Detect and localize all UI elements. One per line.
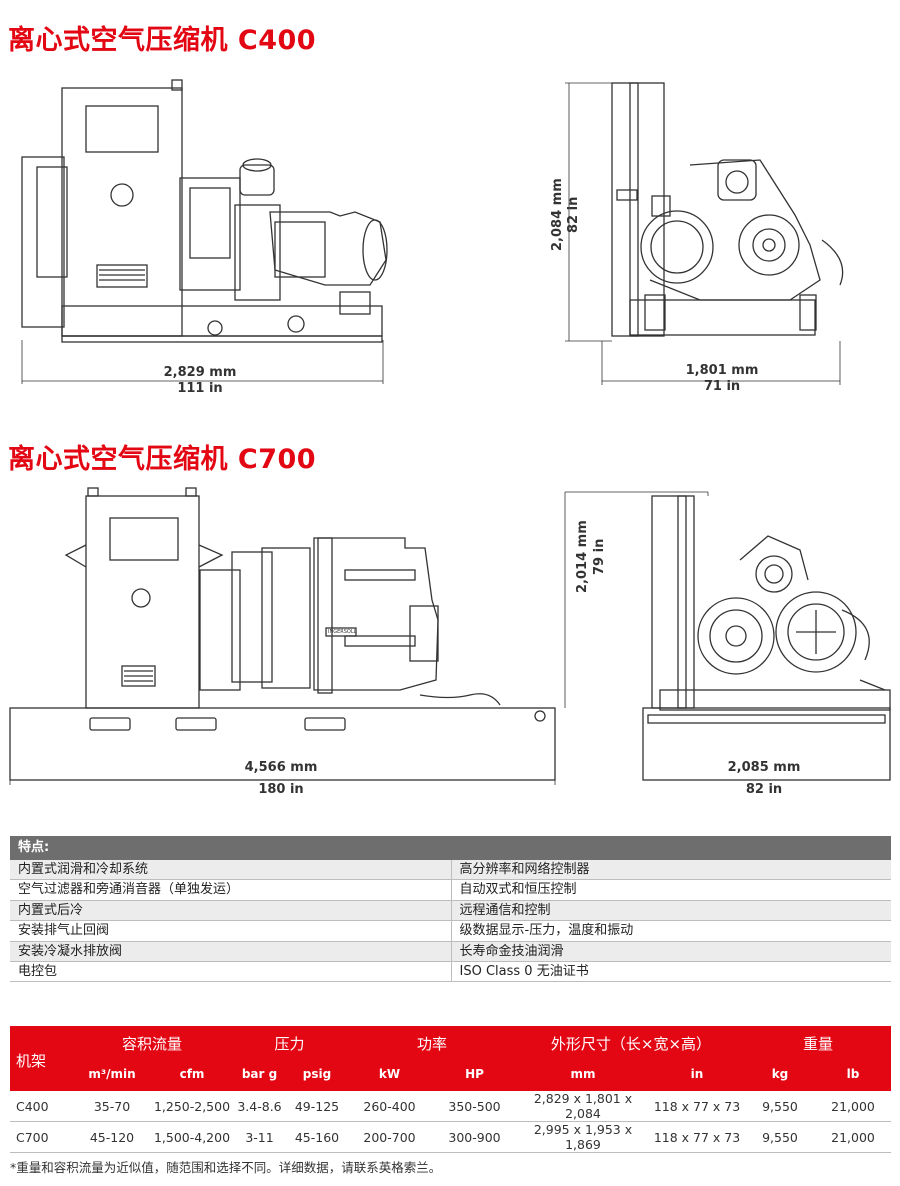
c700-height-dim-mm-text: 2,014 mm: [575, 520, 590, 594]
feature-left: 空气过滤器和旁通消音器（单独发运）: [18, 882, 240, 898]
c700-nameplate: INGERSOLL: [328, 629, 357, 635]
c400-front-dim-in: 111 in: [177, 381, 223, 396]
feature-left: 电控包: [18, 963, 58, 979]
c700-front-dim-in: 180 in: [258, 782, 304, 797]
features-header: 特点:: [10, 836, 891, 860]
spec-cell: 49-125: [287, 1091, 347, 1122]
feature-row: 内置式后冷 远程通信和控制: [10, 900, 892, 922]
spec-cell: 45-160: [287, 1121, 347, 1153]
c700-height-dim-in: 79 in: [592, 522, 607, 592]
c700-side-view: [564, 491, 891, 781]
spec-cell: 3-11: [232, 1121, 287, 1153]
c400-front-dim-mm: 2,829 mm: [163, 365, 237, 380]
c700-height-dim-in-text: 79 in: [592, 538, 607, 576]
spec-cell: 1,500-4,200: [152, 1121, 232, 1153]
spec-unit: psig: [302, 1066, 332, 1081]
spec-cell: 21,000: [815, 1121, 891, 1153]
spec-cell: 9,550: [745, 1091, 815, 1122]
spec-cell: 118 x 77 x 73: [649, 1121, 745, 1153]
spec-unit: bar g: [241, 1066, 278, 1081]
spec-unit: kg: [771, 1066, 789, 1081]
features-table: 特点: 内置式润滑和冷却系统 高分辨率和网络控制器 空气过滤器和旁通消音器（单独…: [10, 836, 892, 983]
spec-unit: m³/min: [88, 1066, 136, 1081]
spec-cell: 3.4-8.6: [232, 1091, 287, 1122]
spec-cell: 200-700: [347, 1121, 432, 1153]
c700-side-dim: 2,085 mm 82 in: [714, 760, 814, 798]
c400-side-view: [565, 82, 844, 385]
table-row: C400 35-70 1,250-2,500 3.4-8.6 49-125 26…: [10, 1091, 891, 1122]
spec-unit: lb: [846, 1066, 860, 1081]
c400-side-dim: 1,801 mm 71 in: [672, 363, 772, 395]
feature-right: 自动双式和恒压控制: [450, 880, 892, 900]
spec-cell: 45-120: [72, 1121, 152, 1153]
footnote: *重量和容积流量为近似值，随范围和选择不同。详细数据，请联系英格索兰。: [10, 1160, 442, 1175]
c700-side-dim-in: 82 in: [745, 782, 783, 797]
feature-right: 级数据显示-压力，温度和振动: [450, 921, 892, 941]
c400-side-dim-in: 71 in: [703, 379, 741, 394]
feature-row: 空气过滤器和旁通消音器（单独发运） 自动双式和恒压控制: [10, 880, 892, 901]
spec-header-row: 机架 容积流量 压力 功率 外形尺寸（长×宽×高） 重量: [10, 1026, 891, 1070]
c400-drawings: [21, 79, 844, 385]
spec-cell: 9,550: [745, 1121, 815, 1153]
c400-front-view: [21, 79, 388, 384]
c700-title: 离心式空气压缩机 C700: [8, 444, 317, 475]
c700-side-dim-mm: 2,085 mm: [727, 760, 801, 775]
feature-row: 安装冷凝水排放阀 长寿命金技油润滑: [10, 941, 892, 962]
spec-cell: 2,829 x 1,801 x 2,084: [517, 1091, 649, 1122]
spec-unit: mm: [570, 1066, 596, 1081]
spec-cell: 118 x 77 x 73: [649, 1091, 745, 1122]
spec-cell: 260-400: [347, 1091, 432, 1122]
feature-row: 安装排气止回阀 级数据显示-压力，温度和振动: [10, 921, 892, 942]
c400-front-dim: 2,829 mm 111 in: [150, 365, 250, 397]
c700-front-dim: 4,566 mm 180 in: [226, 760, 336, 798]
spec-cell-model: C400: [10, 1091, 72, 1122]
spec-col-model: 机架: [16, 1052, 47, 1070]
c700-drawings: [9, 487, 891, 785]
feature-right: 远程通信和控制: [450, 900, 892, 921]
spec-cell: 350-500: [432, 1091, 517, 1122]
spec-group-power: 功率: [416, 1034, 447, 1053]
spec-table: 机架 容积流量 压力 功率 外形尺寸（长×宽×高） 重量 m³/min cfm …: [10, 1026, 891, 1153]
spec-unit: in: [690, 1066, 704, 1081]
spec-group-pressure: 压力: [274, 1034, 305, 1053]
spec-cell: 21,000: [815, 1091, 891, 1122]
feature-left: 安装冷凝水排放阀: [18, 943, 123, 959]
feature-right: 高分辨率和网络控制器: [450, 860, 892, 880]
feature-left: 安装排气止回阀: [18, 923, 110, 939]
spec-cell: 300-900: [432, 1121, 517, 1153]
table-row: C700 45-120 1,500-4,200 3-11 45-160 200-…: [10, 1121, 891, 1153]
c400-side-dim-mm: 1,801 mm: [685, 363, 759, 378]
spec-unit: cfm: [179, 1066, 205, 1081]
feature-row: 电控包 ISO Class 0 无油证书: [10, 961, 892, 983]
spec-group-dimensions: 外形尺寸（长×宽×高）: [550, 1034, 712, 1053]
features-body: 内置式润滑和冷却系统 高分辨率和网络控制器 空气过滤器和旁通消音器（单独发运） …: [10, 860, 892, 983]
feature-right: 长寿命金技油润滑: [450, 941, 892, 961]
c400-title: 离心式空气压缩机 C400: [8, 25, 317, 56]
c700-front-dim-mm: 4,566 mm: [244, 760, 318, 775]
c700-height-dim-mm: 2,014 mm: [575, 512, 590, 602]
feature-row: 内置式润滑和冷却系统 高分辨率和网络控制器: [10, 860, 892, 881]
spec-cell: 1,250-2,500: [152, 1091, 232, 1122]
spec-cell: 35-70: [72, 1091, 152, 1122]
spec-group-flow: 容积流量: [121, 1034, 182, 1053]
spec-unit: kW: [378, 1066, 401, 1081]
c700-front-view: [9, 487, 556, 785]
feature-left: 内置式后冷: [18, 902, 84, 918]
spec-cell-model: C700: [10, 1121, 72, 1153]
spec-cell: 2,995 x 1,953 x 1,869: [517, 1121, 649, 1153]
spec-unit-row: m³/min cfm bar g psig kW HP mm in kg lb: [10, 1056, 891, 1091]
feature-right: ISO Class 0 无油证书: [450, 961, 892, 982]
spec-unit: HP: [465, 1066, 484, 1081]
feature-left: 内置式润滑和冷却系统: [18, 862, 149, 877]
spec-group-weight: 重量: [802, 1034, 833, 1053]
